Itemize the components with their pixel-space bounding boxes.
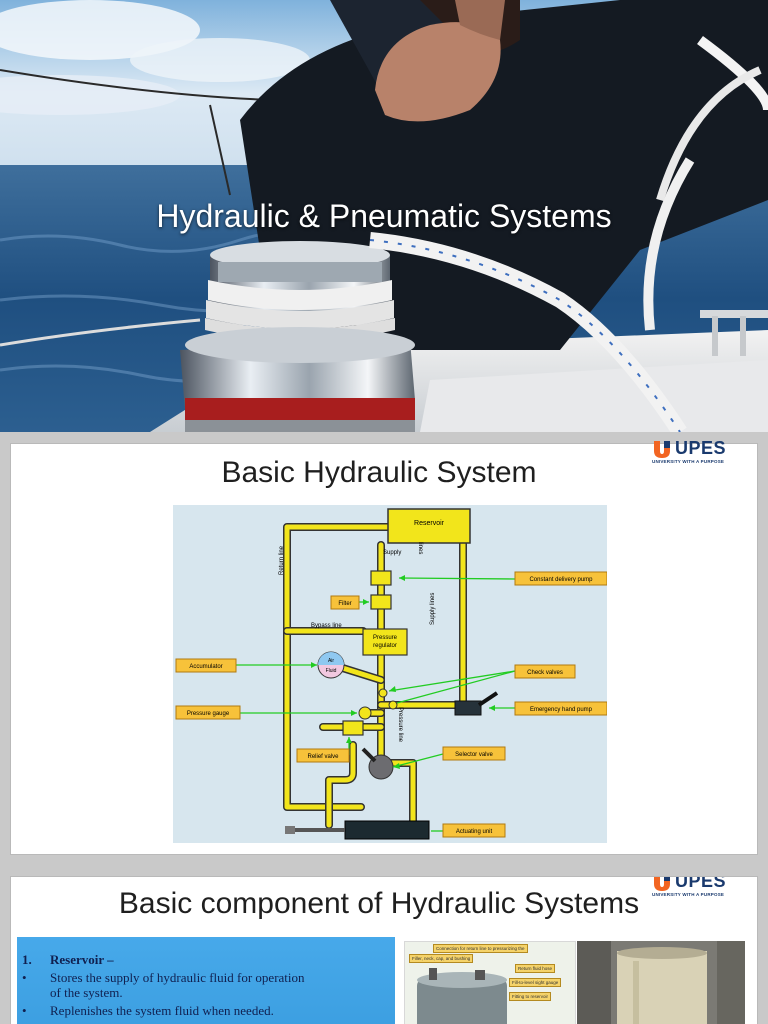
fluid-label: Fluid — [326, 668, 337, 674]
heading-text: Reservoir – — [50, 952, 114, 967]
reservoir-text-box: 1. Reservoir – • Stores the supply of hydr… — [17, 937, 395, 1024]
thumb-label: Connection for return line to pressurizi… — [433, 944, 528, 953]
reservoir-label: Reservoir — [414, 520, 445, 527]
title-slide: Hydraulic & Pneumatic Systems — [0, 0, 768, 432]
pressure-regulator-label-1: Pressure — [373, 635, 398, 641]
reservoir-diagram-thumbnail: Connection for return line to pressurizi… — [404, 941, 576, 1024]
upes-logo: UPES UNIVERSITY WITH A PURPOSE — [652, 438, 726, 464]
slide-title: Basic Hydraulic System — [221, 456, 537, 489]
callout-pressure-gauge: Pressure gauge — [187, 711, 230, 717]
thumb-label: Return fluid hose — [515, 964, 556, 973]
callout-filter: Filter — [338, 601, 351, 607]
list-item: • Stores the supply of hydraulic fluid fo… — [22, 970, 305, 985]
bypass-line-label: Bypass line — [311, 623, 342, 629]
upes-emblem-icon — [654, 877, 670, 891]
upes-emblem-icon — [654, 440, 670, 458]
pressure-regulator-label-2: regulator — [373, 643, 397, 649]
callout-selector-valve: Selector valve — [455, 752, 493, 758]
callout-constant-delivery-pump: Constant delivery pump — [529, 577, 593, 583]
reservoir-photo-thumbnail — [577, 941, 745, 1024]
hydraulic-system-diagram: Reservoir Pressure regulator Air Fluid — [173, 505, 607, 843]
list-heading: 1. Reservoir – — [22, 952, 114, 967]
slide-title: Basic component of Hydraulic Systems — [118, 887, 640, 920]
lines-label: lines — [417, 542, 423, 554]
bullet: • — [22, 970, 27, 985]
bullet: • — [22, 1003, 27, 1018]
callout-actuating-unit: Actuating unit — [456, 829, 493, 835]
thumb-label: Filler, neck, cap, and bushing — [409, 954, 474, 963]
components-slide: Basic component of Hydraulic Systems UPE… — [10, 876, 758, 1024]
supply-lines-label: Supply lines — [430, 593, 436, 625]
thumb-label: Fill-to-level sight gauge — [509, 978, 562, 987]
pressure-line-label: Pressure line — [397, 707, 403, 743]
supply-label: Supply — [383, 550, 401, 556]
air-label: Air — [328, 658, 334, 664]
heading-number: 1. — [22, 952, 32, 967]
callout-check-valves: Check valves — [527, 670, 563, 676]
logo-tagline: UNIVERSITY WITH A PURPOSE — [652, 459, 725, 464]
list-item-text: Replenishes the system fluid when needed… — [50, 1003, 274, 1018]
upes-logo: UPES UNIVERSITY WITH A PURPOSE — [652, 876, 727, 897]
return-line-label: Return line — [279, 545, 285, 575]
presentation-title: Hydraulic & Pneumatic Systems — [156, 198, 612, 234]
callout-emergency-hand-pump: Emergency hand pump — [530, 707, 593, 713]
sailing-winch-photo — [0, 0, 768, 432]
logo-name: UPES — [675, 438, 727, 458]
logo-tagline: UNIVERSITY WITH A PURPOSE — [652, 892, 725, 897]
list-item-text: Stores the supply of hydraulic fluid for… — [50, 970, 305, 985]
thumb-label: Fitting to reservoir — [509, 992, 552, 1001]
list-item-continuation: of the system. — [50, 985, 123, 1000]
diagram-slide: Basic Hydraulic System UPES UNIVERSITY W… — [10, 438, 758, 855]
callout-relief-valve: Relief valve — [307, 754, 339, 760]
list-item: • Replenishes the system fluid when neede… — [22, 1003, 274, 1018]
logo-name: UPES — [675, 876, 727, 891]
callout-accumulator: Accumulator — [189, 664, 222, 670]
